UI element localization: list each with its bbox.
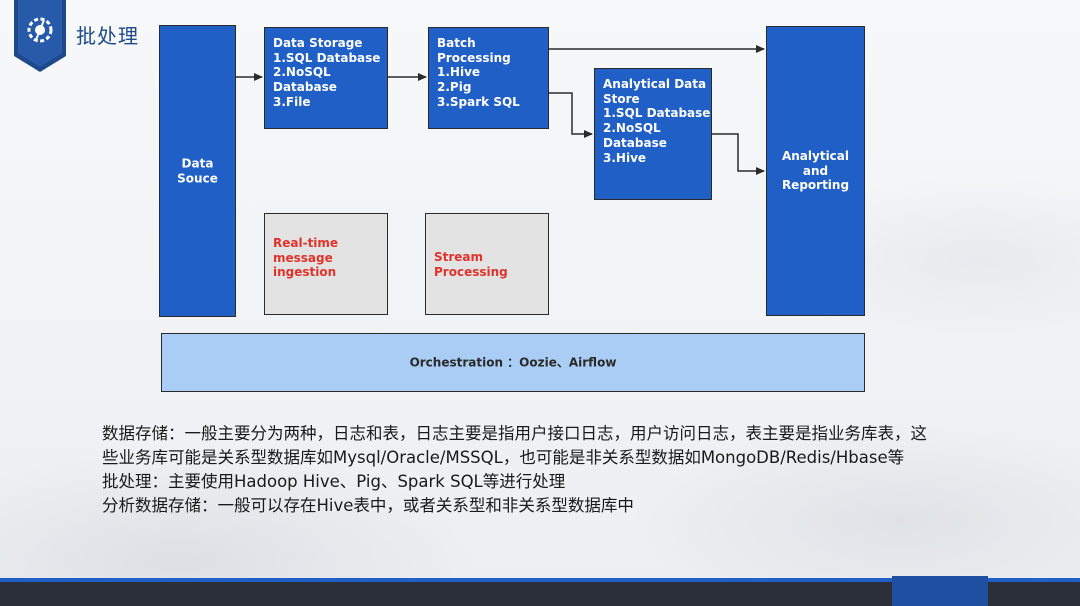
- description-line-2: 些业务库可能是关系型数据库如Mysql/Oracle/MSSQL，也可能是非关系…: [102, 448, 905, 467]
- stream-processing-box: Stream Processing: [425, 213, 549, 315]
- batch-processing-label: Batch Processing 1.Hive 2.Pig 3.Spark SQ…: [437, 36, 520, 109]
- analytical-reporting-box: Analytical and Reporting: [766, 26, 865, 316]
- page-title: 批处理: [76, 24, 139, 48]
- description-line-3: 批处理：主要使用Hadoop Hive、Pig、Spark SQL等进行处理: [102, 472, 566, 491]
- data-storage-label: Data Storage 1.SQL Database 2.NoSQL Data…: [273, 36, 381, 109]
- data-source-box: Data Souce: [159, 25, 236, 317]
- analytical-data-store-box: Analytical Data Store 1.SQL Database 2.N…: [594, 68, 712, 200]
- description-line-1: 数据存储：一般主要分为两种，日志和表，日志主要是指用户接口日志，用户访问日志，表…: [102, 424, 927, 443]
- description-line-4: 分析数据存储：一般可以存在Hive表中，或者关系型和非关系型数据库中: [102, 496, 634, 515]
- footer-accent-block: [892, 576, 988, 606]
- realtime-ingestion-label: Real-time message ingestion: [273, 236, 339, 280]
- stream-processing-label: Stream Processing: [434, 250, 508, 279]
- footer-accent-line: [0, 578, 1080, 582]
- orchestration-bar: Orchestration ：Oozie、Airflow: [161, 333, 865, 392]
- data-source-label: Data Souce: [177, 156, 218, 185]
- analytical-data-store-label: Analytical Data Store 1.SQL Database 2.N…: [603, 77, 711, 165]
- header-gear-badge-icon: [14, 0, 66, 72]
- analytical-reporting-label: Analytical and Reporting: [781, 148, 850, 193]
- description-text: 数据存储：一般主要分为两种，日志和表，日志主要是指用户接口日志，用户访问日志，表…: [102, 422, 1032, 518]
- orchestration-label: Orchestration ：Oozie、Airflow: [409, 355, 617, 370]
- realtime-ingestion-box: Real-time message ingestion: [264, 213, 388, 315]
- data-storage-box: Data Storage 1.SQL Database 2.NoSQL Data…: [264, 27, 388, 129]
- batch-processing-box: Batch Processing 1.Hive 2.Pig 3.Spark SQ…: [428, 27, 549, 129]
